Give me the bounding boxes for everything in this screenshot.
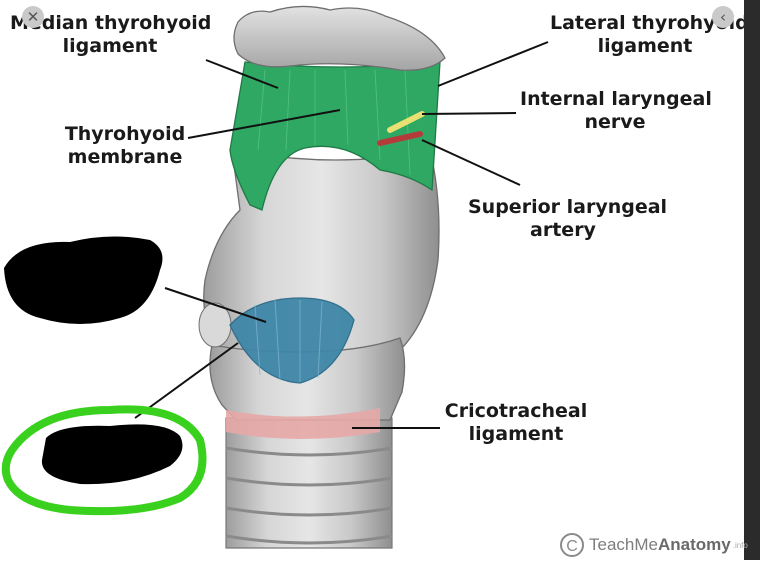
watermark-suffix: .info <box>733 541 748 550</box>
watermark-brand-bold: Anatomy <box>658 535 731 555</box>
label-line: Internal laryngeal <box>520 88 710 111</box>
chevron-left-icon[interactable]: ‹ <box>712 6 734 28</box>
label-line: ligament <box>10 35 210 58</box>
close-icon[interactable]: ✕ <box>22 6 44 28</box>
label-thyrohyoid-membrane: Thyrohyoid membrane <box>60 123 190 169</box>
hyoid-bone <box>234 6 445 70</box>
watermark-brand-light: TeachMe <box>589 535 658 555</box>
label-line: ligament <box>550 35 740 58</box>
label-line: artery <box>468 219 658 242</box>
redaction-marks <box>4 236 182 484</box>
label-line: Thyrohyoid <box>60 123 190 146</box>
label-line: Cricotracheal <box>436 400 596 423</box>
label-internal-laryngeal-nerve: Internal laryngeal nerve <box>520 88 710 134</box>
copyright-icon: C <box>560 533 584 557</box>
label-line: Superior laryngeal <box>468 196 658 219</box>
label-cricotracheal-ligament: Cricotracheal ligament <box>436 400 596 446</box>
label-line: ligament <box>436 423 596 446</box>
label-superior-laryngeal-artery: Superior laryngeal artery <box>468 196 658 242</box>
scrollbar[interactable] <box>744 0 760 560</box>
label-line: nerve <box>520 111 710 134</box>
label-line: membrane <box>60 146 190 169</box>
